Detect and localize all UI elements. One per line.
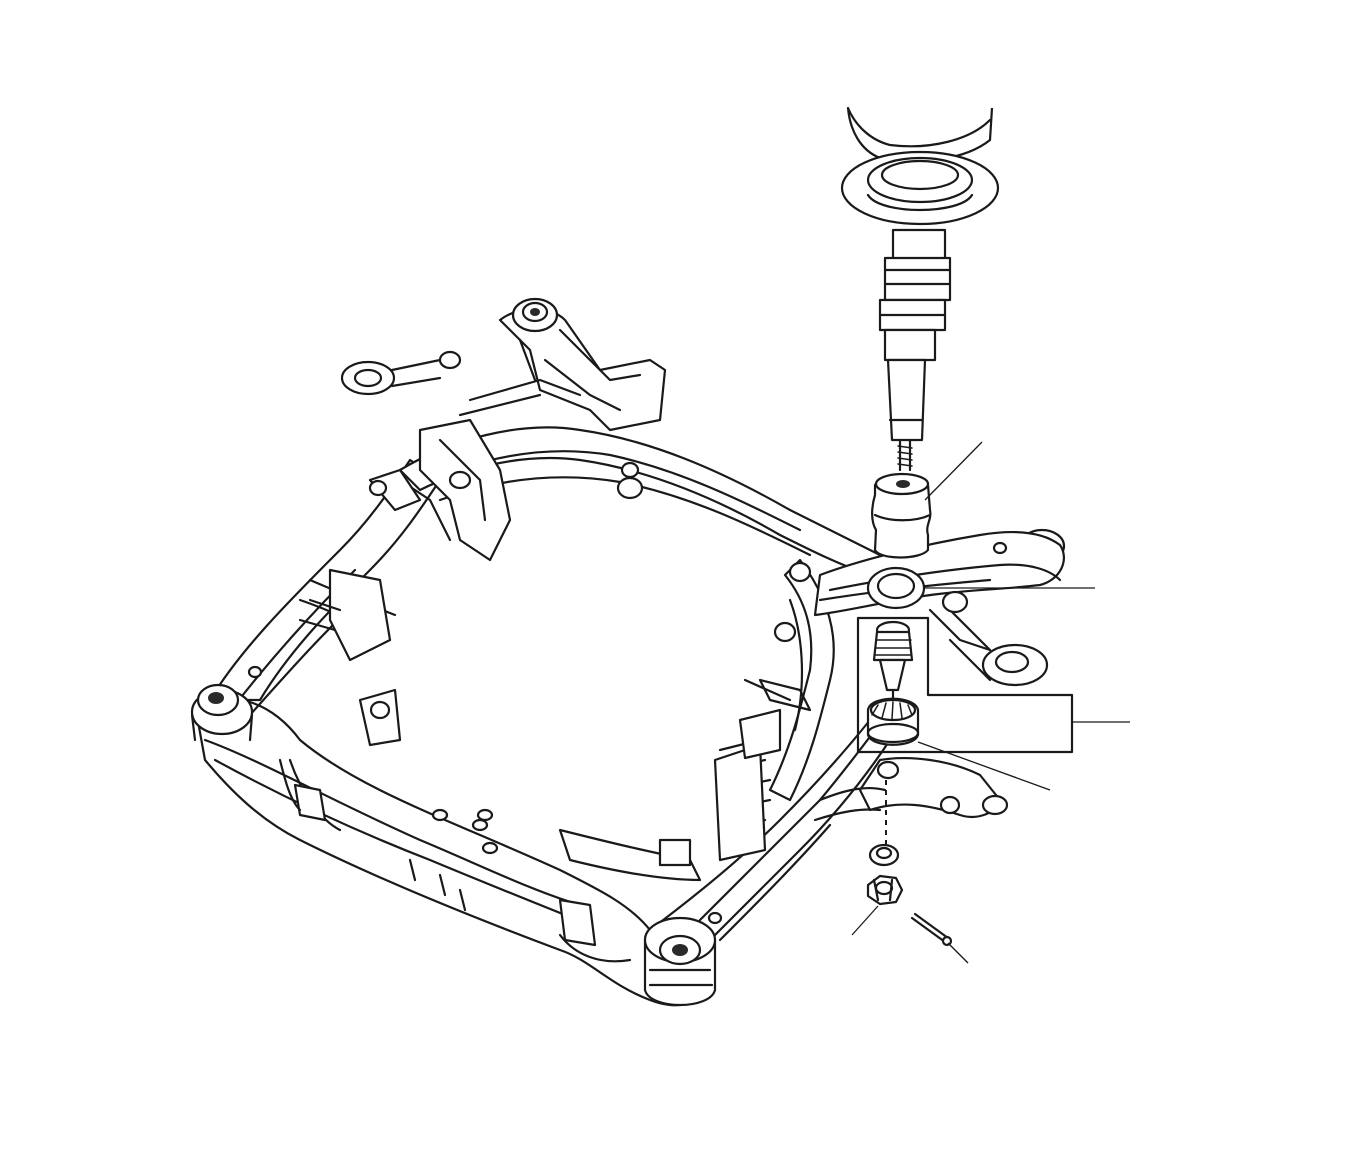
mount-bushings [190,297,1066,1006]
eyelet-front-right [948,608,1049,687]
bushing-front-right [643,916,717,1006]
bump-stop [871,472,932,559]
ball-joint-boot [866,697,920,746]
lower-knuckle-bracket [813,757,1009,822]
callout-ball-joint-boot [917,741,1051,791]
washer [868,843,900,867]
bushing-front-left [190,683,254,742]
callout-leaders [851,441,1130,964]
ball-joint-group [856,616,1074,754]
callout-castle-nut [851,905,879,936]
cotter-pin [910,912,953,947]
spring-seat-washer [866,566,926,610]
bushing-rear-left [511,297,559,333]
eyelet-rear-left [340,350,472,490]
callout-bump-stop [924,441,983,501]
subframe-crossmember [193,307,892,1007]
ball-joint [872,620,914,707]
castle-nut [866,874,904,906]
callout-cotter-pin [947,942,969,964]
hardware [866,780,953,947]
strut-assembly [840,106,1000,472]
